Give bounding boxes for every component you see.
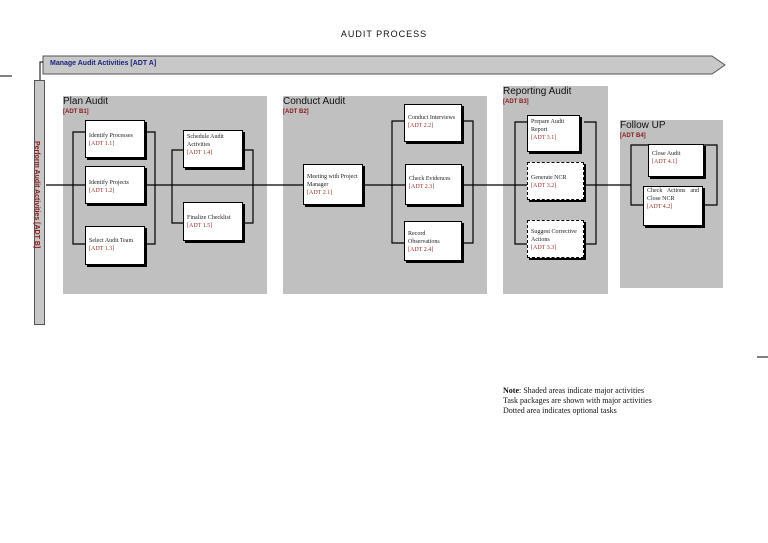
task-label: Record Observations bbox=[408, 231, 440, 245]
task-identify-processes[interactable]: Identify Processes[ADT 1.1] bbox=[85, 120, 145, 158]
panel-code: [ADT B1] bbox=[63, 109, 89, 115]
note-line: : Shaded areas indicate major activities bbox=[519, 386, 645, 395]
legend-note: Note: Shaded areas indicate major activi… bbox=[503, 386, 652, 416]
task-label: Check Evidences bbox=[409, 176, 451, 182]
manage-audit-label: Manage Audit Activities [ADT A] bbox=[50, 60, 157, 67]
task-check-actions-close-ncr[interactable]: Check Actions and Close NCR[ADT 4.2] bbox=[643, 186, 703, 226]
task-close-audit[interactable]: Close Audit[ADT 4.1] bbox=[648, 144, 704, 177]
task-label: Identify Processes bbox=[89, 133, 133, 139]
note-line: Task packages are shown with major activ… bbox=[503, 396, 652, 405]
task-prepare-audit-report[interactable]: Prepare Audit Report[ADT 3.1] bbox=[527, 115, 580, 152]
task-conduct-interviews[interactable]: Conduct Interviews[ADT 2.2] bbox=[404, 104, 462, 142]
task-code: [ADT 4.2] bbox=[647, 203, 673, 210]
task-code: [ADT 2.4] bbox=[408, 246, 434, 253]
task-label: Generate NCR bbox=[531, 175, 567, 181]
panel-title: Follow UP bbox=[620, 120, 666, 131]
task-code: [ADT 2.2] bbox=[408, 122, 434, 129]
perform-audit-bar: Perform Audit Activities [ADT B] bbox=[33, 80, 45, 325]
task-label: Schedule Audit Activities bbox=[187, 134, 224, 148]
task-label: Finalize Checklist bbox=[187, 215, 231, 221]
diagram-title: AUDIT PROCESS bbox=[340, 29, 428, 39]
note-heading: Note bbox=[503, 386, 519, 395]
task-label: Close Audit bbox=[652, 151, 681, 157]
panel-code: [ADT B2] bbox=[283, 109, 309, 115]
task-code: [ADT 1.1] bbox=[89, 140, 115, 147]
manage-arrow bbox=[42, 55, 726, 75]
task-code: [ADT 1.4] bbox=[187, 149, 213, 156]
task-code: [ADT 2.3] bbox=[409, 183, 435, 190]
task-code: [ADT 1.5] bbox=[187, 222, 213, 229]
task-label: Suggest Corrective Actions bbox=[531, 229, 577, 243]
bracket-connector bbox=[39, 61, 43, 80]
task-record-observations[interactable]: Record Observations[ADT 2.4] bbox=[404, 221, 462, 261]
task-code: [ADT 1.3] bbox=[89, 245, 115, 252]
task-label: Meeting with Project Manager bbox=[307, 174, 358, 188]
task-code: [ADT 2.1] bbox=[307, 189, 333, 196]
task-schedule-audit-activities[interactable]: Schedule Audit Activities[ADT 1.4] bbox=[183, 130, 243, 168]
task-suggest-corrective-actions[interactable]: Suggest Corrective Actions[ADT 3.3] bbox=[527, 220, 584, 258]
task-meeting-with-pm[interactable]: Meeting with Project Manager[ADT 2.1] bbox=[303, 164, 363, 205]
task-code: [ADT 3.2] bbox=[531, 182, 557, 189]
task-generate-ncr[interactable]: Generate NCR[ADT 3.2] bbox=[527, 162, 584, 200]
task-label: Identify Projects bbox=[89, 180, 129, 186]
panel-code: [ADT B3] bbox=[503, 99, 529, 105]
panel-title: Conduct Audit bbox=[283, 96, 346, 107]
task-identify-projects[interactable]: Identify Projects[ADT 1.2] bbox=[85, 166, 145, 204]
panel-code: [ADT B4] bbox=[620, 133, 646, 139]
task-label: Check Actions and Close NCR bbox=[647, 188, 699, 202]
note-line: Dotted area indicates optional tasks bbox=[503, 406, 617, 415]
task-check-evidences[interactable]: Check Evidences[ADT 2.3] bbox=[405, 164, 462, 205]
task-code: [ADT 4.1] bbox=[652, 158, 678, 165]
panel-title: Plan Audit bbox=[63, 96, 109, 107]
task-label: Prepare Audit Report bbox=[531, 119, 565, 133]
task-label: Select Audit Team bbox=[89, 238, 134, 244]
panel-title: Reporting Audit bbox=[503, 86, 572, 97]
task-select-audit-team[interactable]: Select Audit Team[ADT 1.3] bbox=[85, 226, 145, 265]
perform-audit-label: Perform Audit Activities [ADT B] bbox=[33, 141, 40, 249]
task-code: [ADT 3.3] bbox=[531, 244, 557, 251]
task-code: [ADT 1.2] bbox=[89, 187, 115, 194]
task-finalize-checklist[interactable]: Finalize Checklist[ADT 1.5] bbox=[183, 202, 243, 241]
task-label: Conduct Interviews bbox=[408, 115, 456, 121]
task-code: [ADT 3.1] bbox=[531, 134, 557, 141]
